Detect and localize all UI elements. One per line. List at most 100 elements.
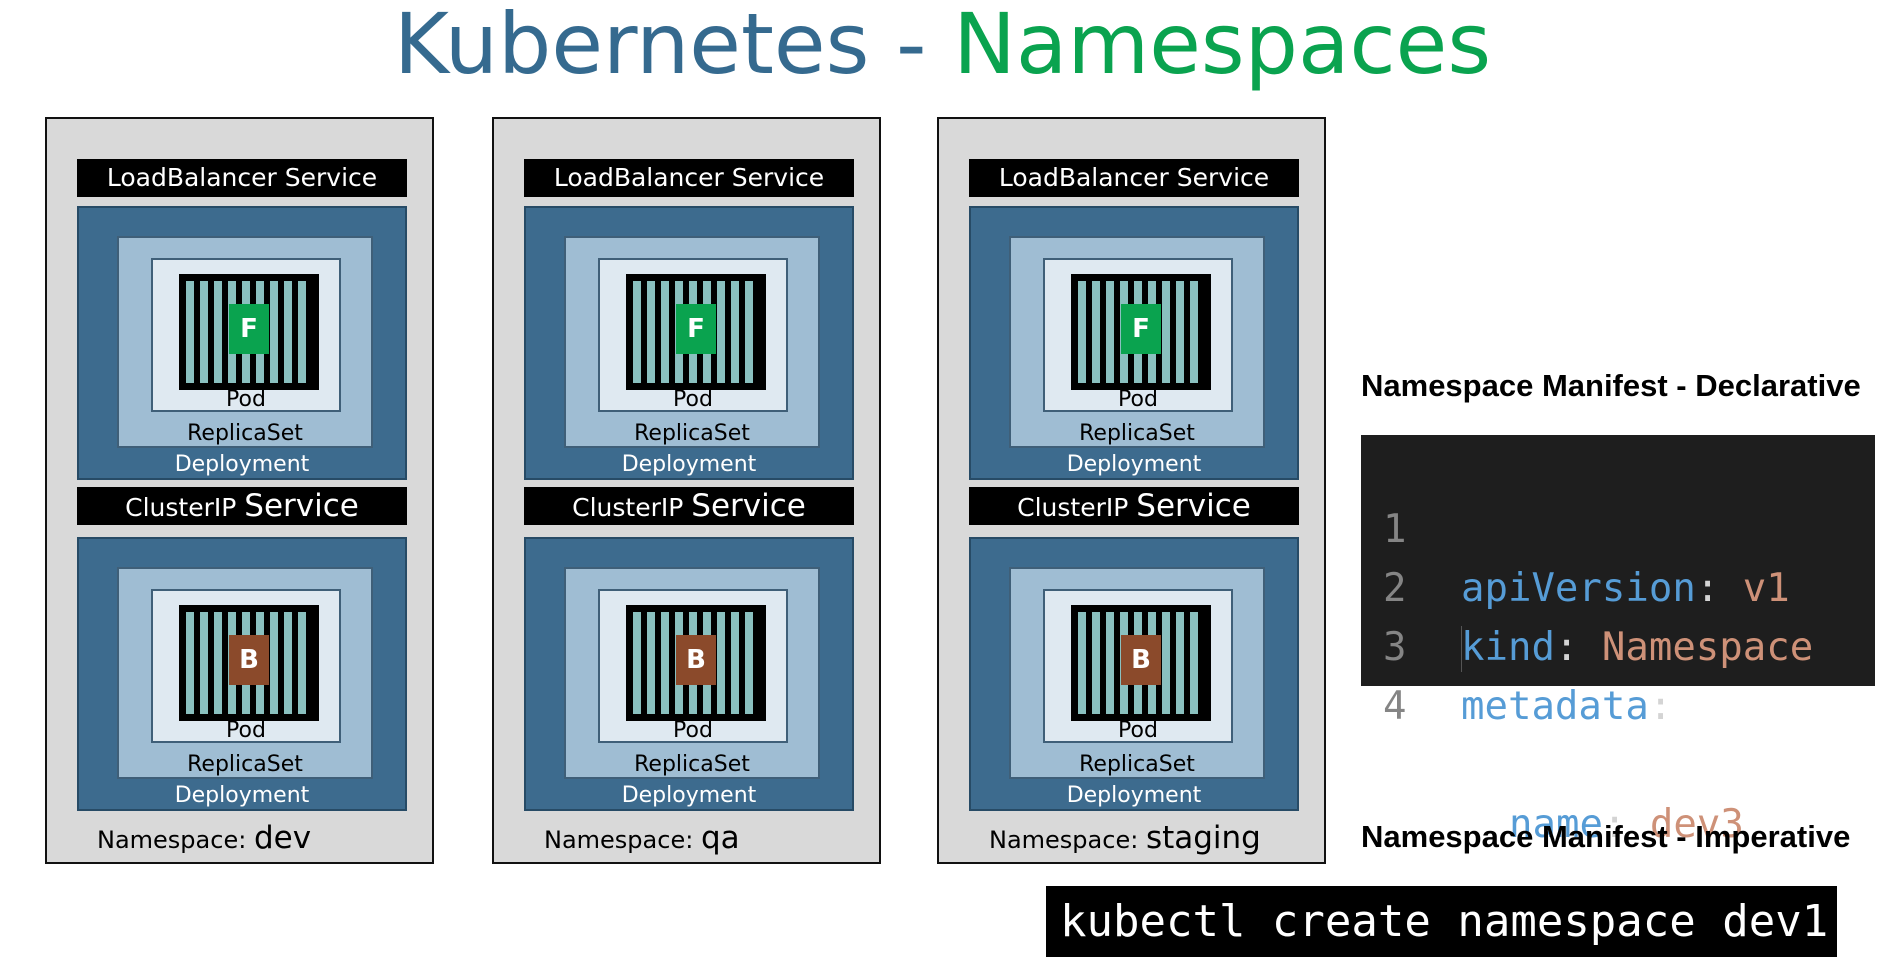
loadbalancer-service-label: LoadBalancer Service [969,159,1299,197]
backend-badge: B [229,635,269,685]
backend-badge: B [676,635,716,685]
indent-guide [1461,626,1462,672]
namespace-label: Namespace: dev [97,820,311,858]
clusterip-service-label: ClusterIP Service [77,487,407,525]
loadbalancer-service-label: LoadBalancer Service [524,159,854,197]
loadbalancer-service-text: LoadBalancer Service [998,163,1270,192]
namespace-prefix: Namespace: [544,826,694,854]
clusterip-service-label: ClusterIP Service [969,487,1299,525]
yaml-value: v1 [1742,566,1790,611]
pod-box: B Pod [151,589,341,743]
replicaset-label: ReplicaSet [1079,421,1195,446]
pod-label: Pod [673,387,713,412]
pod-label: Pod [226,718,266,743]
deployment-label: Deployment [1066,783,1202,808]
pod-box: B Pod [1043,589,1233,743]
namespace-name: dev [253,820,312,856]
yaml-key: apiVersion [1461,566,1696,611]
container-icon: B [1071,605,1211,721]
container-icon: B [626,605,766,721]
pod-box: B Pod [598,589,788,743]
replicaset-label: ReplicaSet [634,421,750,446]
line-number: 1 [1383,507,1407,552]
line-number: 2 [1383,566,1407,611]
line-number: 3 [1383,625,1407,670]
service-text: Service [691,488,806,524]
namespace-label: Namespace: qa [544,820,740,858]
service-text: Service [244,488,359,524]
title-namespaces: Namespaces [953,0,1492,93]
deployment-label: Deployment [1066,452,1202,477]
imperative-heading: Namespace Manifest - Imperative [1361,819,1851,854]
yaml-sep: : [1695,566,1743,611]
container-icon: F [626,274,766,390]
clusterip-text: ClusterIP [572,493,684,522]
yaml-sep: : [1554,625,1602,670]
namespace-name: staging [1145,820,1261,856]
code-line-3: 3 metadata: [1361,559,1875,729]
frontend-badge: F [676,304,716,354]
namespace-prefix: Namespace: [97,826,247,854]
clusterip-text: ClusterIP [1017,493,1129,522]
clusterip-text: ClusterIP [125,493,237,522]
pod-label: Pod [1118,718,1158,743]
yaml-sep: : [1602,802,1650,847]
replicaset-label: ReplicaSet [187,752,303,777]
frontend-badge: F [1121,304,1161,354]
container-icon: B [179,605,319,721]
container-icon: F [179,274,319,390]
clusterip-service-label: ClusterIP Service [524,487,854,525]
loadbalancer-service-text: LoadBalancer Service [553,163,825,192]
service-text: Service [1136,488,1251,524]
namespace-name: qa [700,820,740,856]
replicaset-label: ReplicaSet [187,421,303,446]
namespace-prefix: Namespace: [989,826,1139,854]
code-line-1: 1 apiVersion: v1 [1361,441,1875,611]
declarative-heading: Namespace Manifest - Declarative [1361,368,1861,403]
deployment-label: Deployment [174,783,310,808]
loadbalancer-service-text: LoadBalancer Service [106,163,378,192]
yaml-value: dev3 [1649,802,1744,847]
yaml-sep: : [1648,684,1673,729]
container-icon: F [1071,274,1211,390]
line-number: 4 [1383,684,1407,729]
pod-box: F Pod [1043,258,1233,412]
loadbalancer-service-label: LoadBalancer Service [77,159,407,197]
deployment-label: Deployment [621,452,757,477]
title-kubernetes: Kubernetes - [393,0,954,93]
replicaset-label: ReplicaSet [1079,752,1195,777]
pod-label: Pod [673,718,713,743]
frontend-badge: F [229,304,269,354]
replicaset-label: ReplicaSet [634,752,750,777]
code-line-4: 4 name: dev3 [1361,618,1875,847]
imperative-command: kubectl create namespace dev1 [1046,886,1837,957]
deployment-label: Deployment [621,783,757,808]
yaml-key: kind [1461,625,1555,670]
yaml-key: name [1509,802,1603,847]
yaml-key: metadata [1461,684,1649,729]
code-line-2: 2 kind: Namespace [1361,500,1875,670]
page-title: Kubernetes - Namespaces [0,0,1885,100]
pod-box: F Pod [598,258,788,412]
pod-label: Pod [1118,387,1158,412]
deployment-label: Deployment [174,452,310,477]
declarative-code-block: 1 apiVersion: v1 2 kind: Namespace 3 met… [1361,435,1875,847]
backend-badge: B [1121,635,1161,685]
namespace-label: Namespace: staging [989,820,1261,858]
